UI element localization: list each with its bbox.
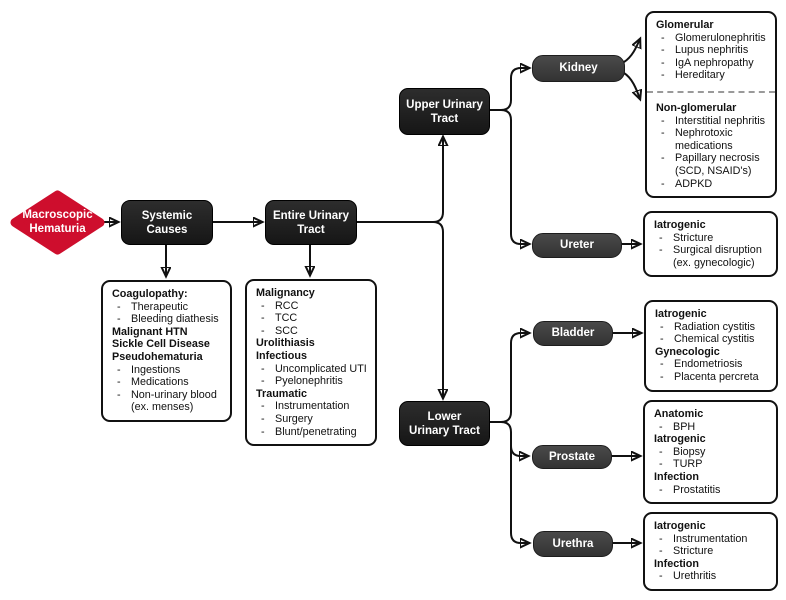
section-item: Chemical cystitis: [655, 333, 770, 346]
section-item: Uncomplicated UTI: [256, 363, 369, 376]
section-item: Instrumentation: [654, 533, 770, 546]
section-item: Lupus nephritis: [656, 44, 769, 57]
edge-lower-to-bladder: [500, 333, 529, 423]
section-header: Infectious: [256, 349, 307, 362]
section-header: Non-glomerular: [656, 101, 737, 114]
section-header: Traumatic: [256, 387, 308, 400]
section-header: Gynecologic: [655, 345, 720, 358]
section-header: Glomerular: [656, 19, 714, 31]
section-item: Bleeding diathesis: [112, 313, 224, 326]
section-item: ADPKD: [656, 178, 769, 191]
section-item: Surgery: [256, 413, 369, 426]
glomerular-section: GlomerularGlomerulonephritisLupus nephri…: [656, 19, 769, 82]
section-item: Non-urinary blood (ex. menses): [112, 389, 224, 414]
ureter-detail-box: IatrogenicStrictureSurgical disruption (…: [643, 211, 778, 278]
bladder-node: Bladder: [533, 321, 613, 346]
section-header: Infection: [654, 470, 699, 483]
non-glomerular-section: Non-glomerularInterstitial nephritisNeph…: [656, 102, 769, 190]
edge-lower-to-prostate: [510, 445, 528, 456]
section-item: SCC: [256, 325, 369, 338]
section-header: Iatrogenic: [655, 308, 707, 320]
section-item: Nephrotoxic medications: [656, 127, 769, 152]
section-item: Prostatitis: [654, 484, 770, 497]
diamond-shape: [10, 190, 105, 255]
systemic-causes-detail-box: Coagulopathy:TherapeuticBleeding diathes…: [101, 280, 232, 422]
section-header: Anatomic: [654, 408, 704, 420]
section-header: Iatrogenic: [654, 219, 706, 231]
ureter-node: Ureter: [532, 233, 622, 258]
kidney-node: Kidney: [532, 55, 625, 82]
edge-trunk-to-upper: [432, 137, 443, 223]
section-item: Placenta percreta: [655, 371, 770, 384]
section-item: Interstitial nephritis: [656, 115, 769, 128]
systemic-causes-node: Systemic Causes: [121, 200, 213, 245]
entire-urinary-tract-node: Entire Urinary Tract: [265, 200, 357, 245]
section-item: IgA nephropathy: [656, 57, 769, 70]
section-item: Instrumentation: [256, 400, 369, 413]
section-item: Biopsy: [654, 446, 770, 459]
glomerular-divider: [647, 90, 775, 93]
section-header: Iatrogenic: [654, 433, 706, 446]
upper-urinary-tract-node: Upper Urinary Tract: [399, 88, 490, 135]
macroscopic-hematuria-node: Macroscopic Hematuria: [10, 190, 105, 255]
section-item: Stricture: [654, 232, 770, 245]
section-item: BPH: [654, 421, 770, 434]
kidney-detail-box: GlomerularGlomerulonephritisLupus nephri…: [645, 11, 777, 199]
urethra-node: Urethra: [533, 531, 613, 557]
edge-upper-to-ureter: [500, 109, 529, 244]
urethra-detail-box: IatrogenicInstrumentationStrictureInfect…: [643, 512, 778, 591]
section-header: Coagulopathy:: [112, 288, 188, 300]
edge-kidney-to-nonglomerular: [623, 72, 640, 99]
section-item: Endometriosis: [655, 358, 770, 371]
section-item: TURP: [654, 458, 770, 471]
macroscopic-hematuria-label: Macroscopic Hematuria: [22, 209, 93, 235]
edge-trunk-to-lower: [432, 221, 443, 398]
section-item: Glomerulonephritis: [656, 32, 769, 45]
section-item: Hereditary: [656, 69, 769, 82]
edge-lower-to-urethra: [500, 421, 529, 543]
section-item: Radiation cystitis: [655, 321, 770, 334]
section-header: Iatrogenic: [654, 520, 706, 532]
lower-urinary-tract-node: Lower Urinary Tract: [399, 401, 490, 446]
edge-upper-to-kidney: [500, 68, 529, 111]
section-item: Papillary necrosis (SCD, NSAID's): [656, 152, 769, 177]
section-item: Urethritis: [654, 570, 770, 583]
edge-kidney-to-glomerular: [623, 39, 640, 63]
section-item: Blunt/penetrating: [256, 426, 369, 439]
section-item: Medications: [112, 376, 224, 389]
section-item: TCC: [256, 312, 369, 325]
section-item: Stricture: [654, 545, 770, 558]
section-item: RCC: [256, 300, 369, 313]
section-header: Infection: [654, 557, 699, 570]
bladder-detail-box: IatrogenicRadiation cystitisChemical cys…: [644, 300, 778, 392]
entire-urinary-tract-detail-box: MalignancyRCCTCCSCCUrolithiasisInfectiou…: [245, 279, 377, 447]
section-header: Sickle Cell Disease: [112, 338, 210, 351]
section-header: Malignancy: [256, 287, 315, 299]
section-item: Therapeutic: [112, 301, 224, 314]
prostate-detail-box: AnatomicBPHIatrogenicBiopsyTURPInfection…: [643, 400, 778, 505]
prostate-node: Prostate: [532, 445, 612, 469]
section-item: Pyelonephritis: [256, 375, 369, 388]
section-item: Surgical disruption (ex. gynecologic): [654, 244, 770, 269]
section-header: Urolithiasis: [256, 337, 315, 350]
section-header: Malignant HTN: [112, 325, 188, 338]
section-item: Ingestions: [112, 364, 224, 377]
section-header: Pseudohematuria: [112, 350, 203, 363]
